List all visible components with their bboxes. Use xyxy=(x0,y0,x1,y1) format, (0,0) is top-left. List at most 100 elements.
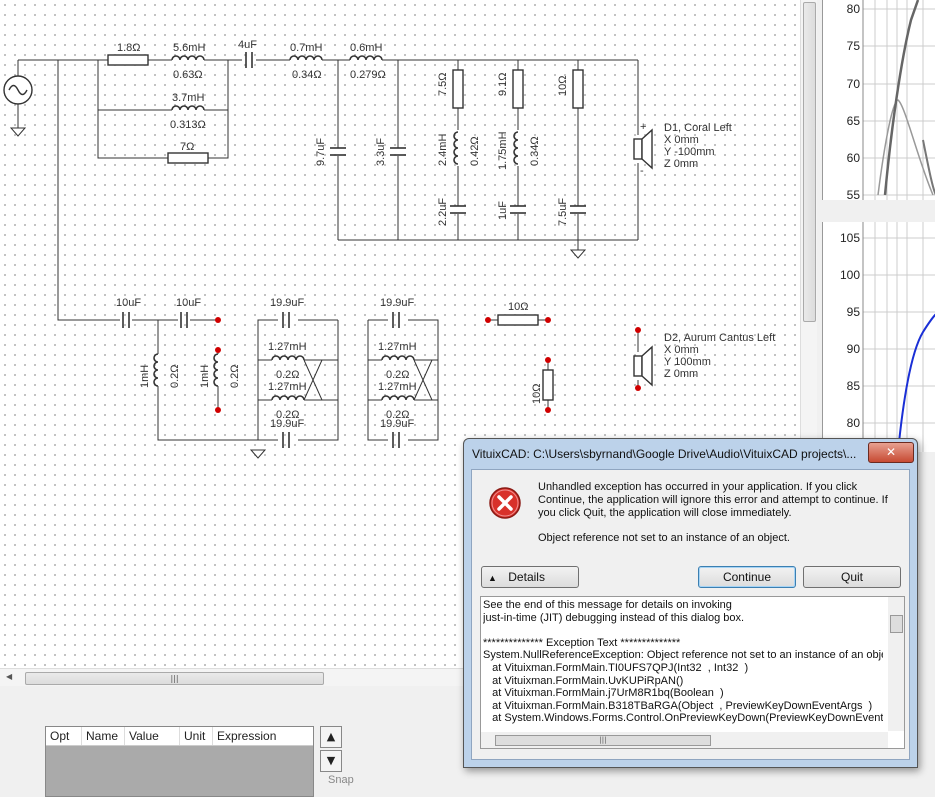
signal-generator[interactable] xyxy=(3,60,33,137)
column-header[interactable]: Expression xyxy=(217,729,277,743)
capacitor-c9[interactable] xyxy=(282,312,290,328)
details-textbox[interactable]: See the end of this message for details … xyxy=(480,596,905,749)
y-tick: 100 xyxy=(839,268,860,282)
resistor-r7[interactable] xyxy=(542,369,554,401)
inductor-l6[interactable] xyxy=(513,131,519,165)
label-r7: 10Ω xyxy=(531,384,543,404)
continue-button[interactable]: Continue xyxy=(698,566,796,588)
capacitor-c7[interactable] xyxy=(122,312,130,328)
label-l3-r: 0.279Ω xyxy=(350,69,386,81)
inductor-l12[interactable] xyxy=(381,395,415,401)
y-tick: 85 xyxy=(846,379,860,393)
open-terminals[interactable] xyxy=(215,317,641,413)
arrow-down-icon: ▼ xyxy=(326,754,336,767)
schematic-drawing[interactable]: +- 1.8Ω 5.6mH 0.63Ω 4uF 0.7mH 0.34Ω 0.6m… xyxy=(0,0,810,668)
parameter-table[interactable]: Opt Name Value Unit Expression xyxy=(45,726,314,797)
column-header[interactable]: Opt xyxy=(46,727,82,745)
y-tick: 55 xyxy=(846,188,860,202)
inductor-l10[interactable] xyxy=(271,395,305,401)
capacitor-c4[interactable] xyxy=(450,205,466,214)
label-c2: 9.7uF xyxy=(315,138,327,166)
y-tick: 70 xyxy=(846,77,860,91)
move-up-button[interactable]: ▲ xyxy=(320,726,342,748)
resistor-r3[interactable] xyxy=(452,69,464,109)
move-down-button[interactable]: ▼ xyxy=(320,750,342,772)
label-l4-r: 0.313Ω xyxy=(170,119,206,131)
label-l7: 1mH xyxy=(139,365,151,388)
inductor-l4[interactable] xyxy=(171,105,205,111)
d2-name: D2, Aurum Cantus Left xyxy=(664,332,775,344)
capacitor-c8[interactable] xyxy=(180,312,188,328)
y-tick: 95 xyxy=(846,305,860,319)
error-message: Unhandled exception has occurred in your… xyxy=(538,481,888,519)
label-l8-r: 0.2Ω xyxy=(229,364,241,388)
resistor-r4[interactable] xyxy=(512,69,524,109)
label-l4: 3.7mH xyxy=(172,92,204,104)
label-l7-r: 0.2Ω xyxy=(169,364,181,388)
triangle-up-icon: ▲ xyxy=(488,573,497,583)
y-tick: 105 xyxy=(839,231,860,245)
column-header[interactable]: Name xyxy=(82,727,125,745)
inductor-l9[interactable] xyxy=(271,355,305,361)
label-c5: 1uF xyxy=(497,201,509,220)
resistor-r6[interactable] xyxy=(497,314,539,326)
label-l3: 0.6mH xyxy=(350,42,382,54)
capacitor-c2[interactable] xyxy=(330,147,346,156)
capacitor-c5[interactable] xyxy=(510,205,526,214)
speaker-d2[interactable] xyxy=(633,345,653,387)
dialog-title: VituixCAD: C:\Users\sbyrnand\Google Driv… xyxy=(472,447,857,461)
label-c10: 19.9uF xyxy=(270,418,305,430)
scrollbar-thumb[interactable] xyxy=(890,615,903,633)
scrollbar-thumb[interactable]: ||| xyxy=(25,672,324,685)
response-chart-bottom[interactable]: 105 100 95 90 85 80 xyxy=(822,222,935,452)
inductor-l8[interactable] xyxy=(213,353,219,387)
capacitor-c11[interactable] xyxy=(392,312,400,328)
label-l9: 1.27mH xyxy=(268,341,307,353)
label-l2: 0.7mH xyxy=(290,42,322,54)
details-button[interactable]: ▲ Details xyxy=(481,566,579,588)
ground-symbol xyxy=(569,249,587,259)
details-text: See the end of this message for details … xyxy=(483,599,883,725)
label-r4: 9.1Ω xyxy=(497,72,509,96)
label-c12: 19.9uF xyxy=(380,418,415,430)
column-header[interactable]: Value xyxy=(125,727,180,745)
inductor-l1[interactable] xyxy=(171,55,205,61)
capacitor-c12[interactable] xyxy=(392,432,400,448)
quit-button[interactable]: Quit xyxy=(803,566,901,588)
speaker-d1[interactable]: +- xyxy=(633,121,653,177)
label-l6-r: 0.34Ω xyxy=(529,136,541,166)
inductor-l2[interactable] xyxy=(289,55,323,61)
label-l11-r: 0.2Ω xyxy=(386,369,410,381)
label-l10: 1.27mH xyxy=(268,381,307,393)
label-l9-r: 0.2Ω xyxy=(276,369,300,381)
details-vertical-scrollbar[interactable] xyxy=(888,597,904,731)
inductor-l7[interactable] xyxy=(153,353,159,387)
capacitor-c6[interactable] xyxy=(570,205,586,214)
label-c8: 10uF xyxy=(176,297,201,309)
scrollbar-thumb[interactable] xyxy=(803,2,816,322)
capacitor-c3[interactable] xyxy=(390,147,406,156)
label-l5: 2.4mH xyxy=(437,134,449,166)
d1-name: D1, Coral Left xyxy=(664,122,732,134)
resistor-r5[interactable] xyxy=(572,69,584,109)
svg-text:+: + xyxy=(640,121,646,133)
capacitor-c10[interactable] xyxy=(282,432,290,448)
scrollbar-thumb[interactable]: ||| xyxy=(495,735,711,746)
schematic-canvas[interactable]: +- 1.8Ω 5.6mH 0.63Ω 4uF 0.7mH 0.34Ω 0.6m… xyxy=(0,0,810,668)
response-chart-top[interactable]: 80 75 70 65 60 55 xyxy=(822,0,935,202)
close-button[interactable]: ✕ xyxy=(868,442,914,463)
resistor-r1[interactable] xyxy=(107,54,149,66)
label-c7: 10uF xyxy=(116,297,141,309)
resistor-r2[interactable] xyxy=(167,152,209,164)
label-l2-r: 0.34Ω xyxy=(292,69,322,81)
label-r5: 10Ω xyxy=(557,76,569,96)
scroll-left-icon[interactable]: ◀ xyxy=(6,672,13,681)
inductor-l11[interactable] xyxy=(381,355,415,361)
capacitor-c1[interactable] xyxy=(245,52,253,68)
inductor-l3[interactable] xyxy=(349,55,383,61)
label-l12-r: 0.2Ω xyxy=(386,409,410,421)
y-tick: 80 xyxy=(846,416,860,430)
details-horizontal-scrollbar[interactable]: ||| xyxy=(481,732,888,748)
column-header[interactable]: Unit xyxy=(180,727,213,745)
inductor-l5[interactable] xyxy=(453,131,459,165)
